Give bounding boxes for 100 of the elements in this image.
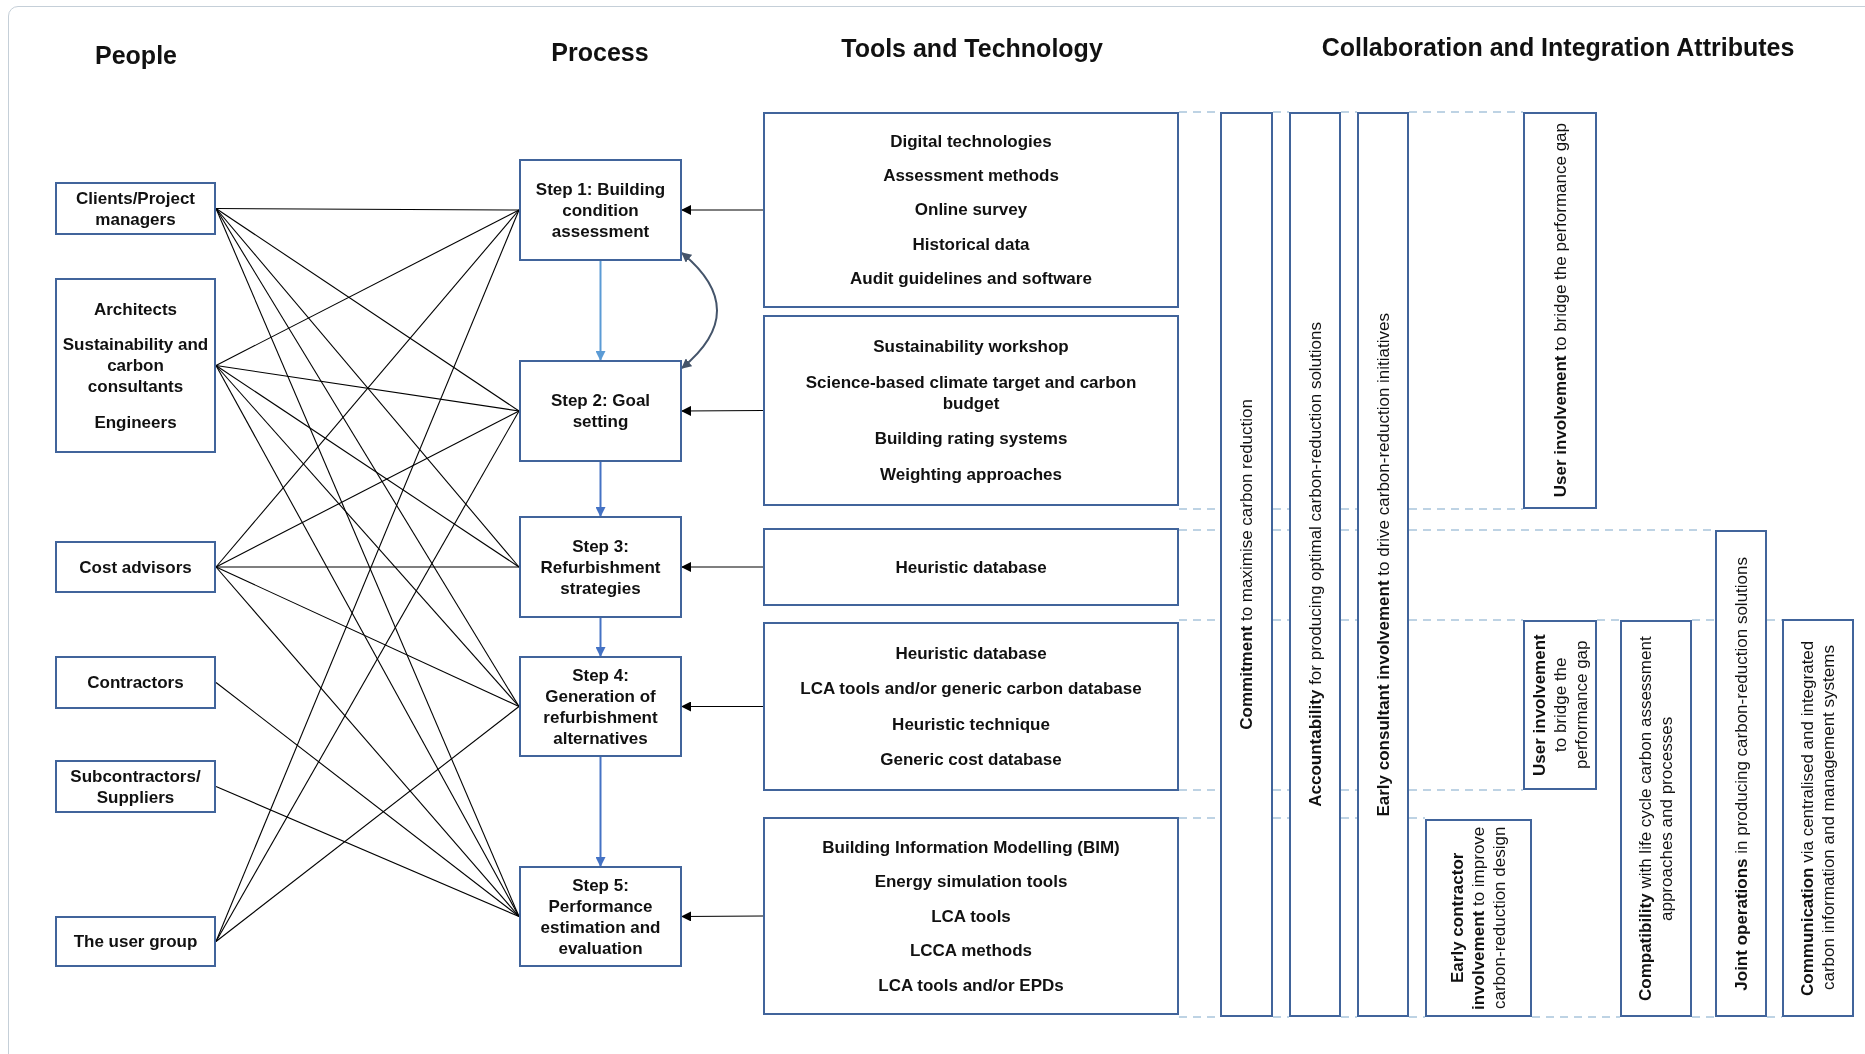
role-text: Subcontractors/ Suppliers	[69, 765, 202, 808]
tool-item: Heuristic database	[895, 642, 1047, 664]
step-text: Step 1: Building condition assessment	[534, 178, 667, 242]
tool-item: LCCA methods	[909, 940, 1033, 961]
arrow	[681, 205, 764, 215]
process-step-box	[519, 656, 682, 757]
dashed-line	[1408, 789, 1524, 791]
tool-item: Historical data	[912, 233, 1030, 255]
attribute-text: User involvement to bridge the performance gap	[1528, 633, 1592, 778]
dashed-line	[1766, 619, 1783, 621]
arrow	[681, 405, 764, 416]
tool-item: LCA tools and/or EPDs	[878, 974, 1064, 996]
tool-item: Energy simulation tools	[874, 871, 1068, 892]
dashed-line	[1408, 619, 1524, 621]
dashed-line	[1272, 529, 1290, 531]
role-text: Contractors	[87, 672, 184, 693]
dashed-line	[1766, 1016, 1783, 1018]
arrow	[681, 911, 764, 922]
arrow	[681, 252, 718, 369]
attribute-text: Communication via centralised and integrated carbon information and management systems	[1797, 639, 1839, 998]
arrow	[595, 756, 606, 867]
tool-item: Building Information Modelling (BIM)	[822, 836, 1120, 858]
dashed-line	[1272, 1016, 1290, 1018]
connector-line	[215, 207, 520, 211]
tool-item: Sustainability workshop	[873, 335, 1069, 357]
arrow	[595, 260, 606, 361]
dashed-line	[1408, 111, 1524, 113]
attribute-bar	[1620, 620, 1692, 1017]
attribute-text: User involvement to bridge the performance gap	[1549, 123, 1571, 498]
step-text: Step 5: Performance estimation and evaluation	[539, 874, 662, 959]
role-box	[55, 656, 216, 709]
role-text: The user group	[73, 931, 198, 952]
step-text: Step 3: Refurbishment strategies	[539, 535, 662, 599]
arrow	[681, 562, 764, 572]
dashed-line	[1691, 1016, 1716, 1018]
column-heading: People	[95, 40, 177, 72]
tool-item: LCA tools	[931, 905, 1011, 927]
role-text: Clients/Project managers	[74, 187, 196, 230]
dashed-line	[1272, 817, 1290, 819]
process-step-box	[519, 360, 682, 462]
column-heading: Collaboration and Integration Attributes	[1321, 32, 1795, 64]
dashed-line	[1272, 111, 1290, 113]
column-heading: Tools and Technology	[841, 33, 1103, 65]
tools-box	[763, 528, 1179, 606]
arrow	[595, 461, 606, 517]
process-step-box	[519, 516, 682, 618]
attribute-bar	[1782, 619, 1854, 1017]
attribute-text: Compatibility with life cycle carbon assessment approaches and processes	[1635, 635, 1677, 1003]
role-text: Sustainability and carbon consultants	[61, 334, 210, 397]
dashed-line	[1272, 508, 1290, 510]
role-box	[55, 541, 216, 593]
tool-item: Building rating systems	[874, 428, 1068, 450]
process-step-box	[519, 866, 682, 967]
tool-item: Science-based climate target and carbon budget	[804, 371, 1138, 414]
attribute-bar	[1715, 530, 1767, 1017]
connector-line	[215, 785, 520, 918]
step-text: Step 2: Goal setting	[549, 390, 652, 432]
dashed-line	[1340, 619, 1358, 621]
connector-line	[215, 207, 520, 412]
dashed-line	[1340, 111, 1358, 113]
role-box	[55, 182, 216, 235]
attribute-text: Commitment to maximise carbon reduction	[1236, 399, 1257, 730]
connector-line	[215, 364, 520, 412]
dashed-line	[1340, 789, 1358, 791]
attribute-bar	[1289, 112, 1341, 1017]
connector-line	[215, 705, 520, 943]
connector-line	[215, 364, 520, 568]
attribute-text: Joint operations in producing carbon-reduction solutions	[1730, 556, 1752, 991]
dashed-line	[1408, 508, 1524, 510]
role-box	[55, 760, 216, 813]
dashed-line	[1340, 529, 1358, 531]
attribute-text: Accountability for producing optimal carbon-reduction solutions	[1304, 322, 1326, 807]
tool-item: Audit guidelines and software	[850, 267, 1092, 289]
connector-line	[215, 566, 520, 568]
connector-line	[215, 566, 520, 918]
connector-line	[215, 209, 520, 367]
role-text: Architects	[93, 298, 178, 320]
dashed-line	[1596, 619, 1621, 621]
tool-item: Assessment methods	[883, 165, 1059, 187]
connector-line	[215, 566, 520, 708]
role-box	[55, 916, 216, 967]
dashed-line	[1340, 817, 1358, 819]
attribute-bar	[1523, 620, 1597, 790]
attribute-bar	[1425, 819, 1532, 1017]
role-text: Cost advisors	[79, 556, 192, 578]
arrow	[595, 617, 606, 657]
tool-item: LCA tools and/or generic carbon database	[800, 678, 1142, 700]
role-box	[55, 278, 216, 453]
column-heading: Process	[551, 37, 649, 69]
process-step-box	[519, 159, 682, 261]
dashed-line	[1691, 619, 1716, 621]
tools-box	[763, 112, 1179, 308]
tool-item: Generic cost database	[880, 749, 1062, 771]
attribute-text: Early consultant involvement to drive carbon-reduction initiatives	[1372, 312, 1394, 817]
tool-item: Heuristic database	[895, 556, 1047, 578]
attribute-bar	[1357, 112, 1409, 1017]
tool-item: Digital technologies	[890, 131, 1052, 153]
tool-item: Weighting approaches	[880, 464, 1062, 486]
connector-line	[215, 681, 520, 918]
tool-item: Heuristic technique	[892, 713, 1050, 735]
